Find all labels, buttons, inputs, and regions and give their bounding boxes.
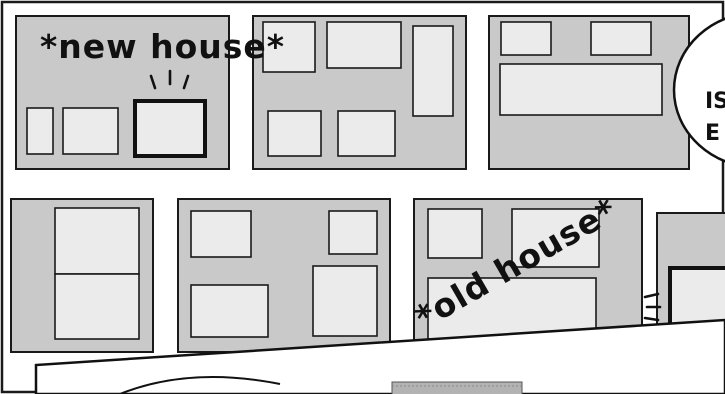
bubble-text-line2: E [705,121,720,146]
new-house-unit-highlight [135,101,205,156]
block-mid-1 [11,199,153,352]
new-house-label: *new house* [40,27,285,66]
bubble-text-line1: IS [705,89,725,114]
block-mid-2 [178,199,390,352]
block-top-3 [489,16,689,169]
